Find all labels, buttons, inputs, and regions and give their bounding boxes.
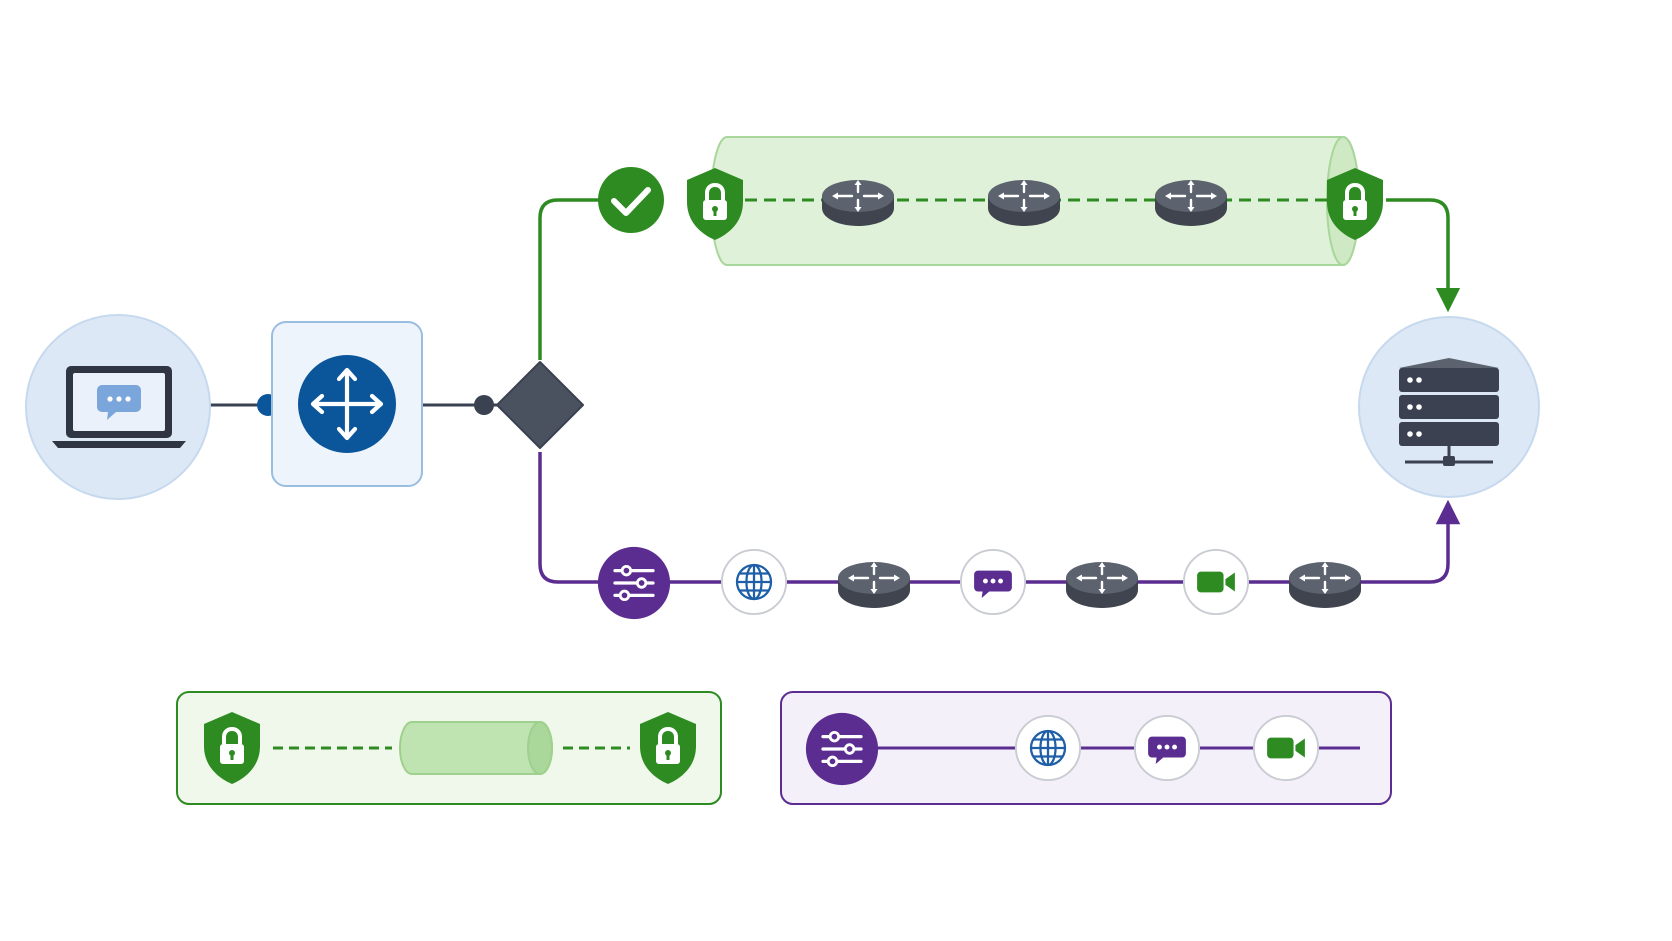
decision-diamond xyxy=(496,361,584,449)
server-stack-icon xyxy=(1399,358,1499,466)
chat-icon xyxy=(959,548,1027,616)
secure-path-exit xyxy=(1386,198,1461,313)
edge-router-node xyxy=(271,321,423,487)
client-laptop-node xyxy=(25,314,211,500)
globe-icon xyxy=(1014,714,1082,782)
legend-qos xyxy=(780,691,1392,805)
laptop-chat-icon xyxy=(52,366,186,448)
legend-secure xyxy=(176,691,722,805)
router-icon xyxy=(836,560,912,610)
router-arrows-icon xyxy=(298,355,396,453)
router-icon xyxy=(1064,560,1140,610)
chat-icon xyxy=(1133,714,1201,782)
router-icon xyxy=(1287,560,1363,610)
secure-check-icon xyxy=(598,167,664,233)
router-icon xyxy=(820,178,896,228)
video-icon xyxy=(1182,548,1250,616)
secure-path-line xyxy=(538,198,605,360)
server-node xyxy=(1358,316,1540,498)
globe-icon xyxy=(720,548,788,616)
video-icon xyxy=(1252,714,1320,782)
link-dot-right xyxy=(474,395,494,415)
router-icon xyxy=(1153,178,1229,228)
sliders-icon xyxy=(596,545,672,621)
sliders-icon xyxy=(804,711,880,787)
tunnel-icon xyxy=(399,721,553,775)
router-icon xyxy=(986,178,1062,228)
